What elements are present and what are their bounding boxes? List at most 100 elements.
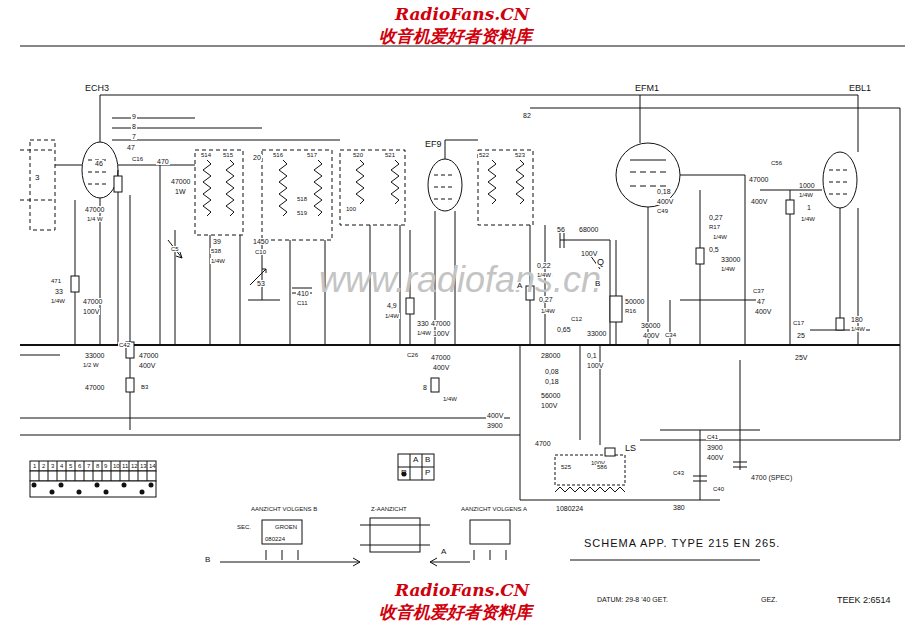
part-value: 410 [296, 290, 310, 297]
part-value: 100V [540, 402, 558, 409]
part-value: C12 [570, 316, 583, 322]
part-value: 1/4W [210, 258, 226, 264]
part-value: 9 [131, 113, 137, 120]
part-value: C34 [664, 332, 677, 338]
part-value: 20 [252, 154, 262, 161]
part-value: 4,9 [386, 302, 398, 309]
part-value: 82 [522, 112, 532, 119]
part-value: 47000 [138, 352, 159, 359]
part-value: 400V [486, 412, 504, 419]
table-cell: 6 [77, 463, 82, 469]
part-value: 33000 [586, 330, 607, 337]
part-value: 47 [126, 144, 136, 151]
part-value: 47000 [84, 384, 105, 391]
switch-table [30, 454, 434, 497]
switch-dots [32, 472, 407, 495]
part-value: 100 [345, 206, 357, 212]
part-value: 1/4 W [86, 216, 104, 222]
part-value: 400V [642, 332, 660, 339]
part-value: 517 [306, 152, 318, 158]
watermark: RadioFans.CN [394, 6, 530, 23]
part-value: 1/4W [416, 330, 432, 336]
part-value: 39 [212, 238, 222, 245]
part-value: 4700 [534, 440, 552, 447]
part-value: 1/4W [850, 326, 866, 332]
table-cell: 2 [41, 463, 46, 469]
part-value: 47000 [748, 176, 769, 183]
part-value: 100V [82, 308, 100, 315]
part-value: 56 [556, 226, 566, 233]
part-value: 3900 [706, 444, 724, 451]
view-note: SEC. [236, 524, 252, 530]
part-value: 0,18 [656, 188, 672, 195]
tube-name: EF9 [424, 140, 443, 149]
part-value: B [594, 280, 601, 288]
part-value: 0,08 [544, 368, 560, 375]
table-cell: 11 [121, 463, 129, 469]
part-value: 1450 [252, 238, 270, 245]
part-value: 33000 [720, 256, 741, 263]
part-value: 0,22 [536, 262, 552, 269]
view-note: DATUM: 29-8 '40 GET. [596, 596, 669, 603]
table-cell: 13 [139, 463, 148, 469]
part-value: R16 [624, 308, 637, 314]
part-value: 1/4W [536, 272, 552, 278]
part-value: 1/4W [800, 216, 816, 222]
part-value: 516 [272, 152, 284, 158]
part-value: 100V [586, 362, 604, 369]
part-value: 56000 [540, 392, 561, 399]
part-value: 1/4W [50, 298, 66, 304]
view-note: GEZ. [760, 596, 778, 603]
part-value: 522 [478, 152, 490, 158]
resistors [71, 176, 844, 392]
table-cell: 5 [68, 463, 73, 469]
part-value: 400V [432, 364, 450, 371]
view-note: TEEK 2:6514 [836, 596, 892, 605]
part-value: C11 [296, 300, 309, 306]
part-value: 080224 [264, 536, 286, 542]
part-value: 0,18 [544, 378, 560, 385]
part-value: 53 [256, 280, 266, 287]
part-value: 400V [754, 308, 772, 315]
part-value: 33 [54, 288, 64, 295]
part-value: 0,5 [708, 246, 720, 253]
part-value: C17 [792, 320, 805, 326]
part-value: 519 [296, 210, 308, 216]
part-value: 46 [94, 160, 104, 167]
part-value: C26 [406, 352, 419, 358]
part-value: 25 [796, 332, 806, 339]
part-value: 25V [794, 354, 808, 361]
part-value: 0,65 [556, 326, 572, 333]
part-value: 400V [138, 362, 156, 369]
part-value: 471 [50, 278, 62, 284]
part-value: LS [624, 444, 637, 453]
part-value: C42 [118, 342, 131, 348]
part-value: 47 [756, 298, 766, 305]
part-value: 180 [850, 316, 864, 323]
part-value: C10 [254, 249, 267, 255]
part-value: C49 [656, 208, 669, 214]
part-value: 1/4W [720, 266, 736, 272]
part-value: 380 [672, 504, 686, 511]
tube-name: ECH3 [84, 84, 110, 93]
tube-name: EBL1 [848, 84, 872, 93]
table-cell: 1 [32, 463, 37, 469]
part-value: 47000 [84, 206, 105, 213]
view-note: GROEN [274, 524, 298, 530]
view-note: AANZICHT VOLGENS A [460, 506, 528, 512]
table-cell: A [412, 456, 419, 464]
part-value: 36000 [640, 322, 661, 329]
part-value: 538 [210, 248, 222, 254]
part-value: 400V [750, 198, 768, 205]
part-value: 1/2 W [82, 362, 100, 368]
part-value: C40 [712, 486, 725, 492]
part-value: 0,27 [538, 296, 554, 303]
table-cell: 8 [95, 463, 100, 469]
diagram-title: SCHEMA APP. TYPE 215 EN 265. [583, 538, 781, 549]
table-cell: 4 [59, 463, 64, 469]
part-value: 1/4W [798, 192, 814, 198]
part-value: A [440, 548, 447, 556]
part-value: 586 [596, 464, 608, 470]
